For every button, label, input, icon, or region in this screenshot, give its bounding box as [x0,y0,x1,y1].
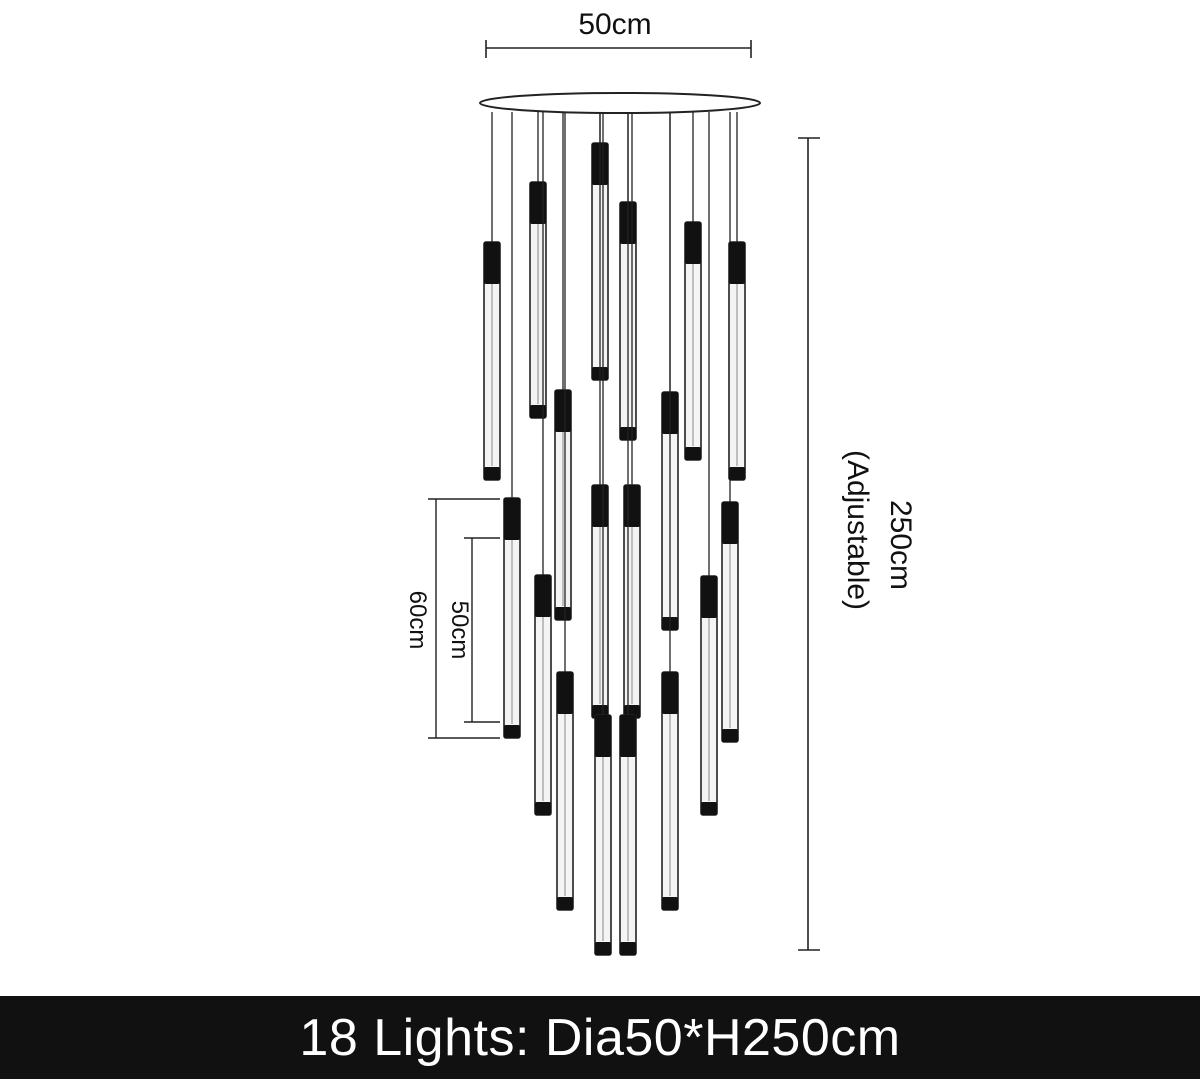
tube-top-cap [530,182,546,224]
pendant-tube [529,112,547,419]
tube-top-cap [595,715,611,757]
tube-length-long-label: 60cm [404,591,431,650]
tube-bottom-cap [722,729,738,742]
pendant-tube [483,112,501,481]
pendant-lights [483,112,746,956]
tube-top-cap [722,502,738,544]
tube-top-cap [662,672,678,714]
tube-length-long-dimension: 60cm [404,498,500,739]
pendant-tube [661,112,679,911]
tube-top-cap [535,575,551,617]
total-height-note: (Adjustable) [841,450,874,610]
pendant-tube [700,112,718,816]
pendant-tube [594,112,612,956]
pendant-tube [534,112,552,816]
tube-bottom-cap [555,607,571,620]
tube-bottom-cap [535,802,551,815]
tube-bottom-cap [557,897,573,910]
pendant-tube [503,112,521,739]
caption-text: 18 Lights: Dia50*H250cm [299,1008,901,1067]
tube-top-cap [624,485,640,527]
total-height-dimension: 250cm (Adjustable) [798,137,917,951]
chandelier-diagram: 50cm 250cm (Adjustable) 60cm 50cm [404,8,917,956]
tube-bottom-cap [595,942,611,955]
tube-top-cap [592,485,608,527]
tube-top-cap [729,242,745,284]
top-width-dimension: 50cm [485,8,752,58]
total-height-label: 250cm [884,500,917,590]
pendant-tube [556,112,574,911]
tube-bottom-cap [620,942,636,955]
tube-top-cap [620,715,636,757]
caption-bar: 18 Lights: Dia50*H250cm [0,996,1200,1079]
pendant-tube [728,112,746,481]
tube-top-cap [555,390,571,432]
tube-bottom-cap [729,467,745,480]
tube-top-cap [484,242,500,284]
tube-bottom-cap [662,897,678,910]
tube-bottom-cap [530,405,546,418]
tube-top-cap [685,222,701,264]
pendant-tube [619,112,637,956]
tube-length-short-label: 50cm [446,601,473,660]
pendant-tube [591,112,609,719]
tube-top-cap [557,672,573,714]
top-width-label: 50cm [578,8,651,41]
tube-bottom-cap [504,725,520,738]
tube-bottom-cap [685,447,701,460]
tube-bottom-cap [701,802,717,815]
tube-bottom-cap [484,467,500,480]
ceiling-canopy [479,92,761,114]
pendant-tube [684,112,702,461]
tube-length-short-dimension: 50cm [446,537,500,723]
tube-top-cap [504,498,520,540]
tube-top-cap [701,576,717,618]
pendant-tube [554,112,572,621]
